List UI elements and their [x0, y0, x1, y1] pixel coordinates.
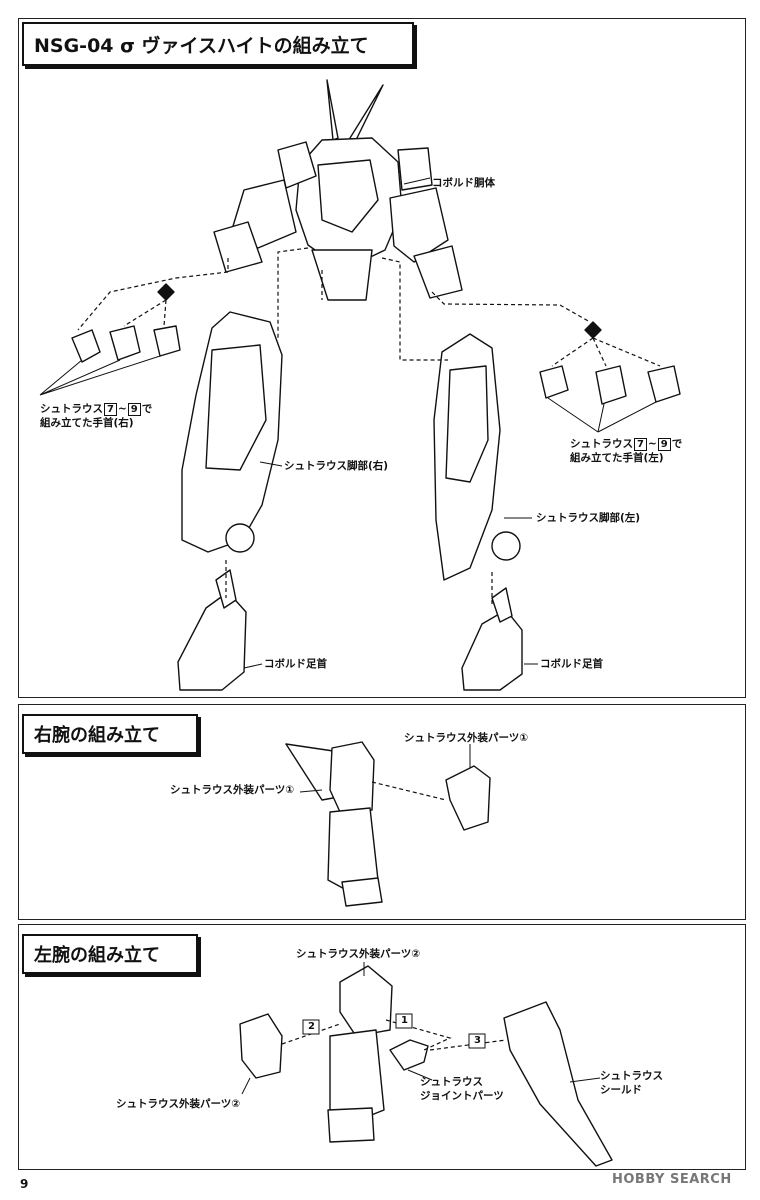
leg-right-joint	[225, 523, 255, 553]
left-arm-joint-part	[389, 1039, 429, 1071]
guide-left-hand-2	[551, 337, 594, 367]
hand-right-3	[153, 325, 181, 357]
part-number-9: 9	[127, 403, 141, 416]
label-left-arm-joint: シュトラウス ジョイントパーツ	[420, 1075, 504, 1103]
left-arm-upper	[339, 965, 393, 1037]
hand-right-2	[109, 325, 141, 361]
guide-left-hand-4	[592, 337, 661, 367]
leader-left-arm-joint	[407, 1069, 433, 1081]
leader-right-arm-armor-left	[299, 789, 323, 793]
section-main-assembly	[18, 18, 746, 698]
leader-leg-right	[259, 461, 283, 467]
guide-right-arm-armor	[371, 781, 447, 801]
foot-left-part	[461, 609, 523, 691]
leader-left-arm-shield	[569, 1077, 601, 1083]
guide-left-hand-3	[592, 337, 607, 367]
leg-left-joint	[491, 531, 521, 561]
label-left-arm-shield-line1: シュトラウス	[600, 1070, 663, 1082]
step-box-1	[395, 1013, 413, 1029]
leader-hands-right	[39, 355, 161, 396]
step-label-3: 3	[474, 1035, 481, 1046]
guide-left-leg	[381, 257, 448, 361]
label-hand-left-line2: 組み立てた手首(左)	[570, 452, 664, 464]
label-hand-right-line1: シュトラウス	[40, 403, 103, 415]
left-arm-shield	[503, 1001, 613, 1167]
torso-detail	[317, 159, 379, 233]
label-left-arm-shield-line2: シールド	[600, 1084, 642, 1096]
hand-left-1	[539, 365, 569, 399]
guide-left-hand	[431, 291, 591, 323]
part-number-9: 9	[657, 438, 671, 451]
leader-torso	[403, 177, 431, 185]
foot-right-part	[177, 591, 247, 691]
guide-right-hand-3	[163, 299, 167, 327]
waist-part	[311, 249, 373, 301]
label-leg-right: シュトラウス脚部(右)	[284, 460, 389, 472]
label-hand-right-tail: で	[141, 403, 153, 415]
label-right-arm-armor-left: シュトラウス外装パーツ①	[170, 784, 295, 796]
label-left-arm-joint-line2: ジョイントパーツ	[420, 1090, 504, 1102]
right-arm-armor-part	[445, 765, 491, 831]
step-label-1: 1	[401, 1015, 408, 1026]
guide-right-hand	[77, 258, 229, 331]
leg-right-detail	[205, 344, 267, 471]
label-hand-right-line2: 組み立てた手首(右)	[40, 417, 134, 429]
label-foot-left: コボルド足首	[540, 658, 603, 670]
hand-right-1	[71, 329, 101, 363]
leader-hands-left	[547, 397, 657, 433]
page-number: 9	[20, 1177, 29, 1191]
foot-left-peg	[491, 587, 513, 623]
leader-left-arm-armor-bottom	[241, 1077, 251, 1095]
section-right-arm-title-text: 右腕の組み立て	[34, 725, 160, 746]
arm-right-shoulder	[277, 141, 317, 189]
label-left-arm-armor-bottom: シュトラウス外装パーツ②	[116, 1098, 241, 1110]
step-box-2	[302, 1019, 320, 1035]
hand-left-3	[647, 365, 681, 403]
hand-left-2	[595, 365, 627, 405]
label-left-arm-joint-line1: シュトラウス	[420, 1076, 483, 1088]
marker-left-diamond	[584, 321, 602, 339]
label-hand-left-line1: シュトラウス	[570, 438, 633, 450]
leg-left-detail	[445, 365, 489, 483]
guide-left-arm-shield	[429, 1039, 507, 1051]
section-left-arm-title-text: 左腕の組み立て	[34, 945, 160, 966]
step-label-2: 2	[308, 1021, 315, 1032]
leader-foot-right	[243, 663, 263, 669]
watermark-logo: HOBBY SEARCH	[612, 1172, 732, 1187]
guide-right-leg	[277, 247, 309, 340]
right-arm-hand	[341, 877, 383, 907]
left-arm-hand	[327, 1107, 375, 1143]
marker-right-diamond	[157, 283, 175, 301]
arm-left-cuff	[413, 245, 463, 299]
label-foot-right: コボルド足首	[264, 658, 327, 670]
left-arm-armor-part	[239, 1013, 283, 1079]
label-left-arm-shield: シュトラウス シールド	[600, 1069, 663, 1097]
label-right-arm-armor-top: シュトラウス外装パーツ①	[404, 732, 529, 744]
section-right-arm-title: 右腕の組み立て	[22, 714, 198, 754]
section-main-title: NSG-04 σ ヴァイスハイトの組み立て	[22, 22, 414, 66]
section-main-title-text: NSG-04 σ ヴァイスハイトの組み立て	[34, 34, 369, 57]
label-left-arm-armor-top: シュトラウス外装パーツ②	[296, 948, 421, 960]
label-leg-left: シュトラウス脚部(左)	[536, 512, 641, 524]
label-torso: コボルド胴体	[432, 177, 495, 189]
section-left-arm-title: 左腕の組み立て	[22, 934, 198, 974]
label-hand-left-tail: で	[671, 438, 683, 450]
arm-right-cuff	[213, 221, 263, 273]
guide-right-hand-2	[123, 299, 167, 327]
step-box-3	[468, 1033, 486, 1049]
right-arm-upper	[329, 741, 375, 813]
